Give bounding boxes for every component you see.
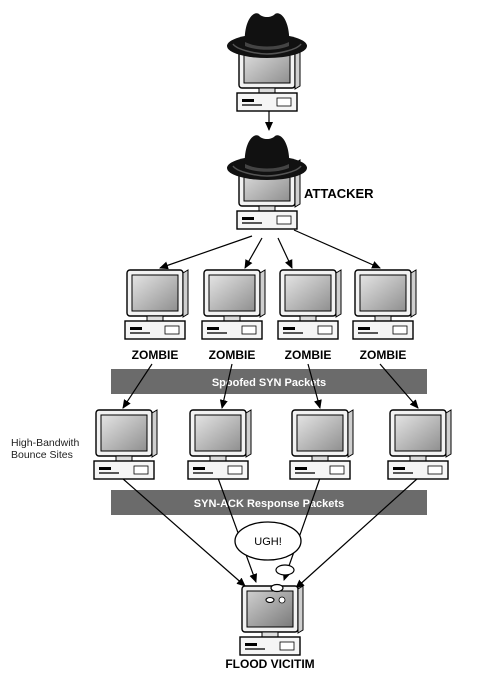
thought-text: UGH! xyxy=(254,536,282,548)
arrow-attacker-zombie-3 xyxy=(277,237,293,269)
zombie-computer-4 xyxy=(352,269,417,340)
syn-ack-label: SYN-ACK Response Packets xyxy=(194,498,344,510)
zombie-labels: ZOMBIE ZOMBIE ZOMBIE ZOMBIE xyxy=(132,348,407,362)
arrow-bounce-victim-3 xyxy=(282,477,321,581)
thought-bubble: UGH! xyxy=(234,521,302,604)
arrow-bounce-victim-4 xyxy=(295,477,419,589)
zombie-label-4: ZOMBIE xyxy=(360,348,407,362)
victim-computer xyxy=(239,585,304,656)
bounce-site-computer-1 xyxy=(93,409,158,480)
arrow-zombie-bounce-4 xyxy=(379,363,419,409)
arrow-zombie-bounce-1 xyxy=(122,363,153,409)
victim-label: FLOOD VICITIM xyxy=(225,657,314,671)
zombie-label-1: ZOMBIE xyxy=(132,348,179,362)
zombie-label-2: ZOMBIE xyxy=(209,348,256,362)
zombie-computer-3 xyxy=(277,269,342,340)
syn-ack-band: SYN-ACK Response Packets xyxy=(111,490,427,515)
attacker-label: ATTACKER xyxy=(304,186,374,201)
cowboy-hat-icon-attacker xyxy=(227,135,307,180)
zombie-computer-2 xyxy=(201,269,266,340)
arrow-attacker-zombie-2 xyxy=(244,237,263,269)
bounce-sites-label: High-Bandwith Bounce Sites xyxy=(11,437,80,461)
arrow-zombie-bounce-2 xyxy=(219,363,233,409)
bounce-site-computer-2 xyxy=(187,409,252,480)
arrow-zombie-bounce-3 xyxy=(307,363,322,409)
spoofed-syn-label: Spoofed SYN Packets xyxy=(212,377,326,389)
bounce-site-computer-4 xyxy=(387,409,452,480)
arrow-attacker-zombie-4 xyxy=(293,229,381,269)
spoofed-syn-band: Spoofed SYN Packets xyxy=(111,369,427,394)
arrows xyxy=(121,110,419,589)
zombie-label-3: ZOMBIE xyxy=(285,348,332,362)
zombie-computer-1 xyxy=(124,269,189,340)
arrow-bounce-victim-2 xyxy=(217,477,258,583)
cowboy-hat-icon-top xyxy=(227,13,307,58)
arrow-bounce-victim-1 xyxy=(121,477,246,587)
bounce-site-computer-3 xyxy=(289,409,354,480)
arrow-attacker-zombie-1 xyxy=(159,235,253,270)
